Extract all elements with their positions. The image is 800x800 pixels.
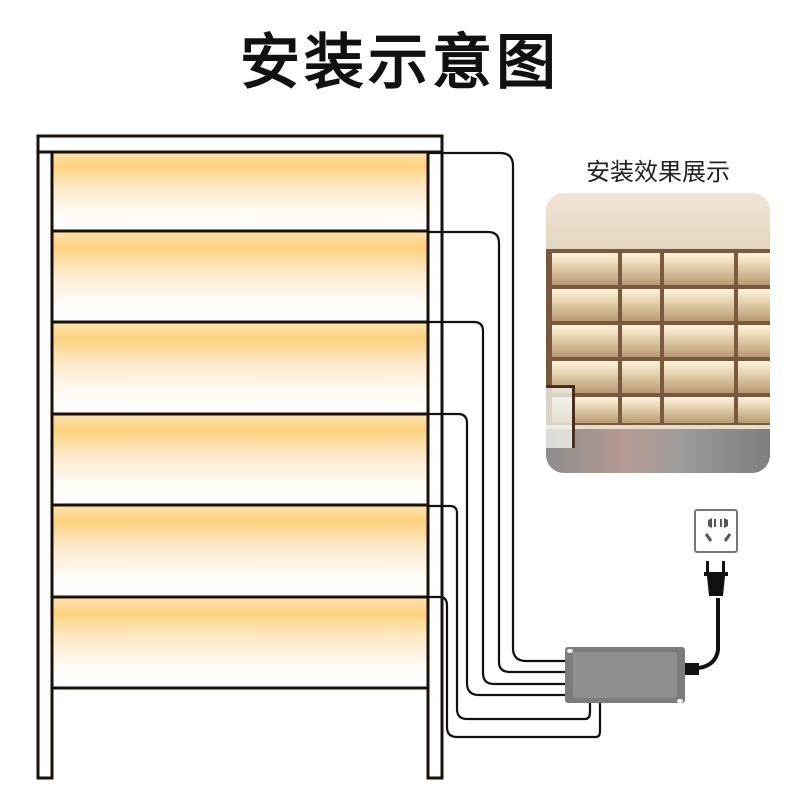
photo-chair xyxy=(546,385,575,448)
wire-1 xyxy=(428,151,568,663)
wire-4 xyxy=(428,412,568,697)
photo-bookcase xyxy=(546,249,770,425)
shelf-light-6 xyxy=(52,597,428,688)
photo-rug xyxy=(546,429,770,473)
power-outlet-icon xyxy=(694,509,738,553)
installation-effect-photo xyxy=(546,193,770,473)
shelf-light-2 xyxy=(52,231,428,322)
power-cord xyxy=(698,598,720,670)
shelf-glow-group xyxy=(52,152,428,688)
shelf-light-5 xyxy=(52,505,428,597)
shelf-light-3 xyxy=(52,322,428,414)
wire-3 xyxy=(428,320,568,686)
wire-2 xyxy=(428,230,568,674)
shelf-light-1 xyxy=(52,152,428,231)
shelf-light-4 xyxy=(52,414,428,505)
wire-6 xyxy=(428,595,602,739)
plug-icon xyxy=(704,561,728,596)
wire-5 xyxy=(428,504,592,721)
showcase-label: 安装效果展示 xyxy=(586,158,730,186)
wires xyxy=(428,151,602,739)
controller-box-icon xyxy=(565,647,699,703)
photo-wall xyxy=(546,193,770,249)
page-title: 安装示意图 xyxy=(240,28,560,98)
